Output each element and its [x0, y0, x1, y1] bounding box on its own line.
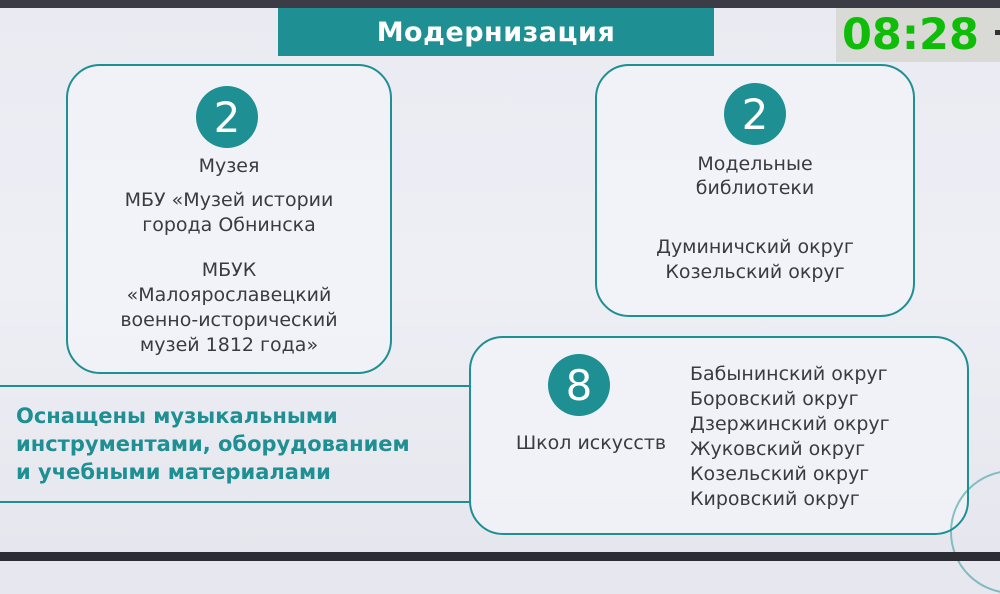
school-district-1: Бабынинский округ: [690, 363, 888, 385]
libraries-label-line-1: Модельные: [697, 153, 813, 175]
equipped-note-line-2: инструментами, оборудованием: [16, 432, 410, 456]
libraries-count: 2: [741, 89, 769, 139]
school-district-6: Кировский округ: [690, 488, 860, 510]
divider-line-top: [0, 385, 470, 387]
libraries-card: 2 Модельные библиотеки Думиничский округ…: [595, 64, 915, 317]
libraries-label-line-2: библиотеки: [695, 177, 815, 199]
museums-card: 2 Музея МБУ «Музей истории города Обнинс…: [66, 64, 392, 374]
museums-label: Музея: [198, 155, 260, 177]
museums-count-badge: 2: [196, 86, 258, 148]
divider-line-bottom: [0, 501, 470, 503]
slide-title-banner: Модернизация: [278, 8, 714, 56]
library-district-1: Думиничский округ: [656, 236, 854, 258]
schools-district-list: Бабынинский округ Боровский округ Дзержи…: [690, 362, 890, 512]
clock-edge-mark: [995, 30, 1000, 35]
bottom-frame-edge: [0, 552, 1000, 561]
museum-2-line-3: военно-исторический: [120, 309, 338, 331]
school-district-2: Боровский округ: [690, 388, 859, 410]
museum-2-line-2: «Малоярославецкий: [126, 284, 332, 306]
museum-1-line-2: города Обнинска: [142, 214, 316, 236]
schools-count: 8: [565, 360, 593, 410]
museums-count: 2: [213, 92, 241, 142]
equipped-note: Оснащены музыкальными инструментами, обо…: [16, 402, 456, 486]
clock-overlay: 08:28: [836, 8, 1000, 62]
library-district-2: Козельский округ: [665, 261, 845, 283]
clock-time: 08:28: [842, 10, 979, 60]
schools-label: Школ искусств: [515, 432, 667, 454]
school-district-5: Козельский округ: [690, 463, 870, 485]
slide-title: Модернизация: [376, 16, 616, 48]
schools-count-badge: 8: [548, 354, 610, 416]
school-district-4: Жуковский округ: [690, 438, 866, 460]
museum-2-line-4: музей 1812 года»: [139, 334, 319, 356]
school-district-3: Дзержинский округ: [690, 413, 890, 435]
equipped-note-line-3: и учебными материалами: [16, 460, 331, 484]
museum-2-line-1: МБУК: [201, 259, 257, 281]
museum-1-line-1: МБУ «Музей истории: [124, 189, 334, 211]
equipped-note-line-1: Оснащены музыкальными: [16, 404, 338, 428]
top-frame-edge: [0, 0, 1000, 8]
schools-card: 8 Школ искусств: [469, 336, 969, 535]
libraries-count-badge: 2: [724, 83, 786, 145]
